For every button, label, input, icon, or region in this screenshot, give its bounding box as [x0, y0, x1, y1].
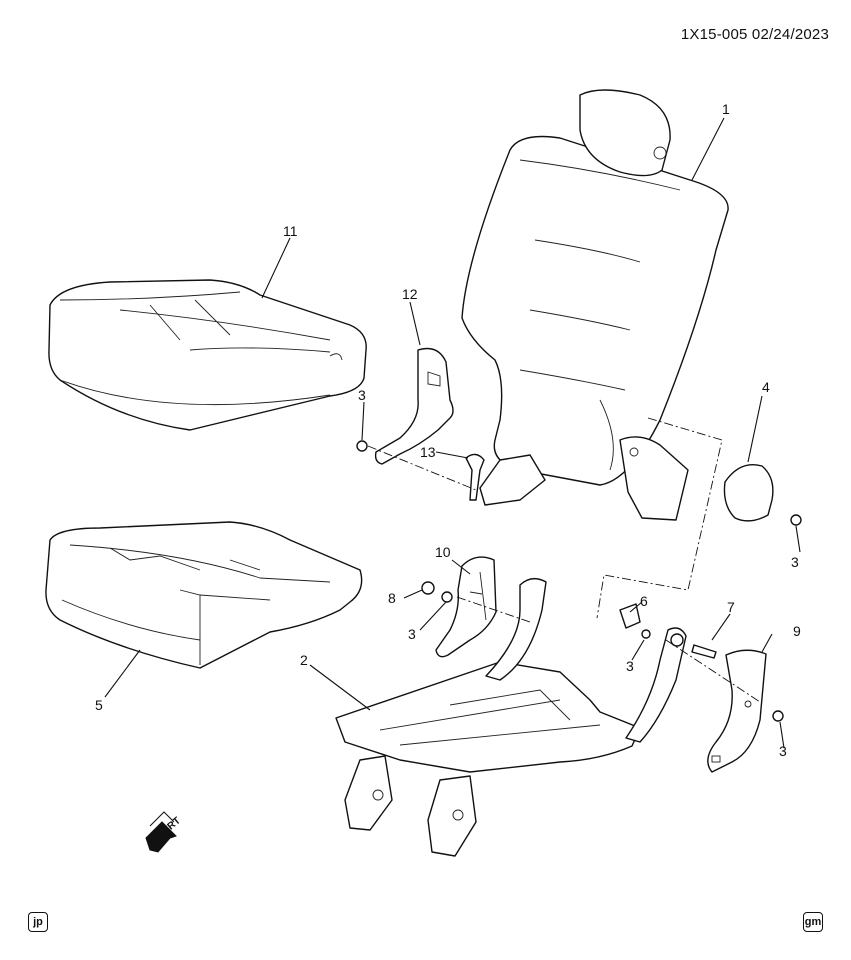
callout-11: 11: [283, 223, 298, 239]
diagram-id: 1X15-005 02/24/2023: [680, 26, 829, 43]
washer-8: [421, 581, 435, 595]
bolt-5: [670, 633, 717, 659]
trim-panel-right: [707, 649, 767, 773]
callout-3b: 3: [791, 554, 799, 570]
callout-9: 10: [435, 544, 451, 560]
fastener-3e: [772, 710, 784, 722]
callout-8: 8: [388, 590, 396, 606]
leader-lines: [104, 117, 801, 749]
trim-panel-left: [435, 556, 497, 658]
fastener-3a: [356, 440, 368, 452]
callout-3e: 3: [779, 743, 787, 759]
side-bracket: [374, 347, 454, 465]
callout-7: 2: [300, 652, 308, 668]
bolt-13: [465, 453, 485, 501]
callout-3a: 3: [358, 387, 366, 403]
seat-frame: [335, 577, 687, 857]
fastener-3c: [441, 591, 453, 603]
callout-2: 4: [762, 379, 770, 395]
callout-3d: 3: [626, 658, 634, 674]
callout-13: 13: [420, 444, 436, 460]
callout-5: 7: [727, 599, 735, 615]
fastener-3d: [641, 629, 651, 639]
seat-cushion-pad: [45, 521, 363, 669]
gm-logo-icon: gm: [803, 912, 823, 932]
trim-cap: [723, 464, 774, 522]
seat-cushion-cover: [48, 279, 367, 431]
callout-4: 6: [640, 593, 648, 609]
fastener-3b: [790, 514, 802, 526]
callout-6: 9: [793, 623, 801, 639]
callout-12: 12: [402, 286, 418, 302]
seat-back-assembly: [461, 89, 729, 521]
jp-badge-icon: jp: [28, 912, 48, 932]
front-direction-arrow-icon: FRT: [145, 811, 183, 853]
callout-1: 1: [722, 101, 730, 117]
alignment-line-1: [367, 417, 761, 703]
callout-3c: 3: [408, 626, 416, 642]
bushing-4: [619, 603, 641, 629]
callout-10: 5: [95, 697, 103, 713]
